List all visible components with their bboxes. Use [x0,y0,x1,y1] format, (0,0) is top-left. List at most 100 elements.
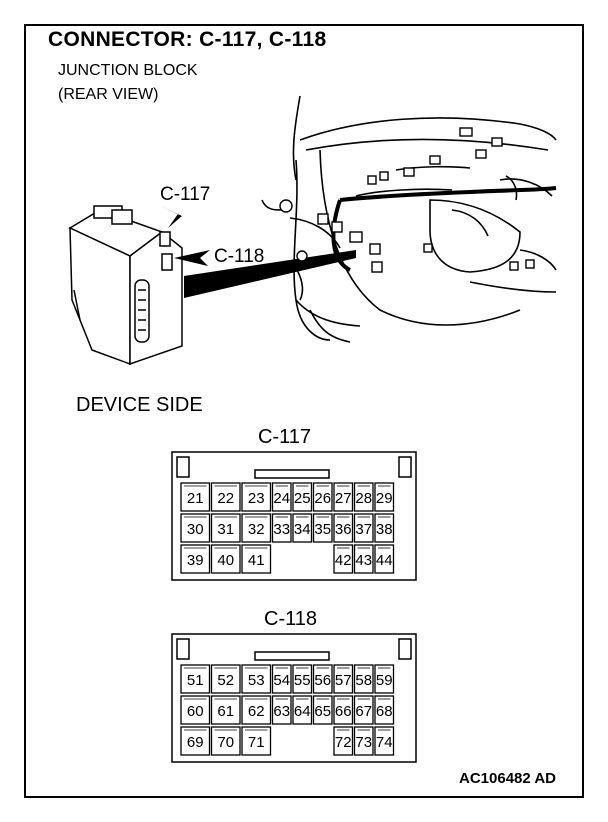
pin-number: 55 [294,672,311,689]
pin-number: 30 [187,521,204,538]
pin-number: 66 [335,703,352,720]
dashboard-sketch [261,95,557,343]
pin-number: 69 [187,734,204,751]
pin-number: 63 [273,703,290,720]
pin-number: 56 [314,672,331,689]
pin-number: 26 [314,490,331,507]
pin-cell [241,513,272,543]
pin-number: 43 [355,552,372,569]
pin-cell [374,513,395,543]
pin-cell [333,482,354,512]
c117-label: C-117 [258,426,311,448]
connectors-sketch [279,127,535,273]
pin-cell [241,695,272,725]
pin-cell [333,513,354,543]
pin-cell [271,664,292,694]
c118-connector-face [171,633,417,763]
c118-label: C-118 [264,608,317,630]
pin-number: 35 [314,521,331,538]
pin-cell [271,513,292,543]
pin-number: 44 [376,552,393,569]
pin-number: 62 [248,703,265,720]
pin-cell [210,513,241,543]
pin-cell [180,482,211,512]
pin-cell [374,726,395,756]
page-title: CONNECTOR: C-117, C-118 [48,28,327,51]
pin-number: 42 [335,552,352,569]
pin-cell [333,695,354,725]
pin-number: 23 [248,490,265,507]
pin-number: 60 [187,703,204,720]
c118-arrow-1 [174,250,210,266]
pin-number: 73 [355,734,372,751]
pin-cell [353,726,374,756]
c118-callout: C-118 [214,246,265,267]
pin-cell [333,544,354,574]
pin-number: 61 [217,703,234,720]
pin-number: 58 [355,672,372,689]
pin-cell [210,695,241,725]
pin-number: 41 [248,552,265,569]
figure-code: AC106482 AD [459,770,556,787]
pin-cell [271,695,292,725]
pin-cell [312,513,333,543]
pin-number: 40 [217,552,234,569]
pin-cell [241,664,272,694]
pin-number: 71 [248,734,265,751]
pin-number: 36 [335,521,352,538]
pin-number: 59 [376,672,393,689]
c118-arrow-2 [184,250,356,298]
pin-cell [312,664,333,694]
pin-cell [180,664,211,694]
pin-number: 37 [355,521,372,538]
pin-number: 24 [273,490,290,507]
pin-cell [353,513,374,543]
pin-number: 39 [187,552,204,569]
device-side-label: DEVICE SIDE [76,394,203,416]
pin-number: 72 [335,734,352,751]
pin-number: 74 [376,734,393,751]
subtitle-line-2: (REAR VIEW) [58,86,159,103]
pin-cell [353,482,374,512]
pin-cell [374,544,395,574]
pin-cell [353,544,374,574]
pin-number: 34 [294,521,311,538]
pin-cell [210,482,241,512]
pin-cell [374,664,395,694]
pin-cell [353,695,374,725]
pin-cell [353,664,374,694]
pin-number: 31 [217,521,234,538]
pin-number: 28 [355,490,372,507]
pin-number: 21 [187,490,204,507]
pin-number: 32 [248,521,265,538]
c117-connector-face [171,451,417,581]
pin-number: 53 [248,672,265,689]
pin-number: 54 [273,672,290,689]
pin-cell [271,482,292,512]
pin-cell [292,482,313,512]
pin-number: 67 [355,703,372,720]
pin-cell [292,664,313,694]
figure-frame [24,24,584,798]
pin-number: 64 [294,703,311,720]
pin-number: 57 [335,672,352,689]
pin-cell [292,513,313,543]
pin-number: 33 [273,521,290,538]
pin-number: 70 [217,734,234,751]
pin-number: 38 [376,521,393,538]
pin-cell [210,726,241,756]
pin-number: 68 [376,703,393,720]
pin-number: 51 [187,672,204,689]
pin-cell [241,482,272,512]
pin-number: 25 [294,490,311,507]
pin-cell [333,664,354,694]
pin-number: 27 [335,490,352,507]
pin-cell [292,695,313,725]
pin-cell [374,482,395,512]
pin-cell [374,695,395,725]
pin-cell [241,544,272,574]
pin-cell [180,695,211,725]
pin-cell [180,726,211,756]
